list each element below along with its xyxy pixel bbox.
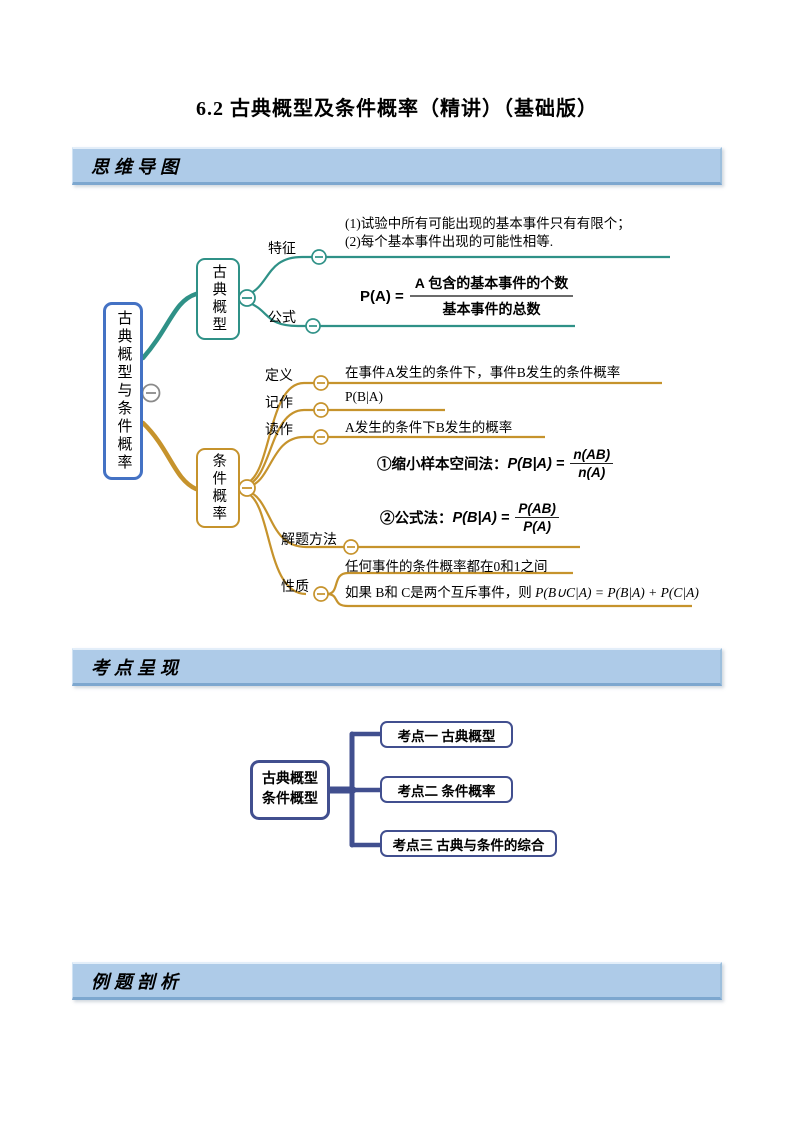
collapse-minus-icon (343, 539, 359, 555)
collapse-minus-icon (141, 383, 161, 403)
formula-denominator: 基本事件的总数 (442, 301, 541, 317)
feature-text: (1)试验中所有可能出现的基本事件只有有限个； (2)每个基本事件出现的可能性相… (345, 215, 631, 250)
method1-denominator: n(A) (578, 465, 606, 480)
section-header-mindmap: 思维导图 (72, 147, 722, 185)
property2-prefix: 如果 B和 C是两个互斥事件，则 (345, 585, 536, 600)
branch-label-method: 解题方法 (281, 533, 337, 548)
keypoints-connectors (326, 731, 383, 848)
branch-label-formula: 公式 (268, 311, 296, 326)
collapse-minus-icon (313, 429, 329, 445)
section-title: 思维导图 (91, 156, 183, 177)
method1-fraction: n(AB) n(A) (570, 447, 614, 480)
collapse-minus-icon (238, 479, 256, 497)
method2-fraction: P(AB) P(A) (515, 501, 559, 534)
classical-formula: P(A) = A 包含的基本事件的个数 基本事件的总数 (360, 273, 574, 319)
method2-lhs: P(B|A) = (452, 509, 510, 526)
keypoint-item-3[interactable]: 考点三 古典与条件的综合 (380, 830, 557, 857)
keypoint-item-label: 考点三 古典与条件的综合 (392, 837, 545, 853)
method2-prefix: ②公式法： (380, 511, 453, 527)
collapse-minus-icon (238, 289, 256, 307)
method1-lhs: P(B|A) = (507, 455, 565, 472)
collapse-minus-icon (311, 249, 327, 265)
feature-line-1: (1)试验中所有可能出现的基本事件只有有限个； (345, 216, 631, 231)
keypoints-root-line2: 条件概型 (262, 792, 318, 807)
conditional-probability-node[interactable]: 条件概率 (196, 448, 240, 528)
keypoints-root-line1: 古典概型 (262, 772, 318, 787)
mindmap-root-node[interactable]: 古典概型与条件概率 (103, 302, 143, 480)
property-text-1: 任何事件的条件概率都在0和1之间 (345, 559, 548, 574)
method1-prefix: ①缩小样本空间法： (377, 457, 508, 473)
section-header-examples: 例题剖析 (72, 962, 722, 1000)
reading-text: A发生的条件下B发生的概率 (345, 420, 513, 435)
branch-label-notation: 记作 (265, 396, 293, 411)
collapse-minus-icon (313, 375, 329, 391)
classical-model-node[interactable]: 古典概型 (196, 258, 240, 340)
property-text-2: 如果 B和 C是两个互斥事件，则 P(B∪C|A) = P(B|A) + P(C… (345, 581, 699, 601)
feature-line-2: (2)每个基本事件出现的可能性相等. (345, 233, 554, 249)
keypoint-item-label: 考点二 条件概率 (397, 783, 496, 799)
keypoints-root-node[interactable]: 古典概型 条件概型 (250, 760, 330, 820)
branch-label-property: 性质 (281, 580, 309, 595)
method-formula-2: ②公式法： P(B|A) = P(AB) P(A) (380, 501, 559, 534)
keypoint-item-1[interactable]: 考点一 古典概型 (380, 721, 513, 748)
formula-fraction: A 包含的基本事件的个数 基本事件的总数 (409, 273, 574, 319)
branch-label-definition: 定义 (265, 369, 293, 384)
keypoint-item-2[interactable]: 考点二 条件概率 (380, 776, 513, 803)
section-title: 例题剖析 (91, 971, 183, 992)
property2-math: P(B∪C|A) = P(B|A) + P(C|A) (535, 585, 699, 600)
notation-text: P(B|A) (345, 389, 383, 404)
keypoints-diagram: 古典概型 条件概型 考点一 古典概型 考点二 条件概率 考点三 古典与条件的综合 (72, 700, 722, 880)
page-title: 6.2 古典概型及条件概率（精讲）（基础版） (196, 98, 598, 120)
section-header-keypoints: 考点呈现 (72, 648, 722, 686)
formula-numerator: A 包含的基本事件的个数 (409, 273, 574, 297)
method-formula-1: ①缩小样本空间法： P(B|A) = n(AB) n(A) (377, 447, 614, 480)
section-title: 考点呈现 (91, 657, 183, 678)
mindmap-diagram: 古典概型与条件概率 古典概型 条件概率 特征 (1)试验中所有可能出现的基本事件… (72, 195, 722, 640)
method1-numerator: n(AB) (570, 447, 614, 464)
collapse-minus-icon (313, 402, 329, 418)
collapse-minus-icon (313, 586, 329, 602)
conditional-node-label: 条件概率 (210, 453, 227, 523)
definition-text: 在事件A发生的条件下，事件B发生的条件概率 (345, 365, 621, 380)
method2-denominator: P(A) (523, 519, 551, 534)
formula-lhs: P(A) = (360, 287, 404, 305)
mindmap-connectors (140, 249, 692, 608)
classical-node-label: 古典概型 (210, 264, 227, 334)
method2-numerator: P(AB) (515, 501, 559, 518)
branch-label-feature: 特征 (268, 242, 296, 257)
root-node-label: 古典概型与条件概率 (115, 310, 132, 472)
keypoint-item-label: 考点一 古典概型 (397, 728, 496, 744)
collapse-minus-icon (305, 318, 321, 334)
branch-label-reading: 读作 (265, 423, 293, 438)
